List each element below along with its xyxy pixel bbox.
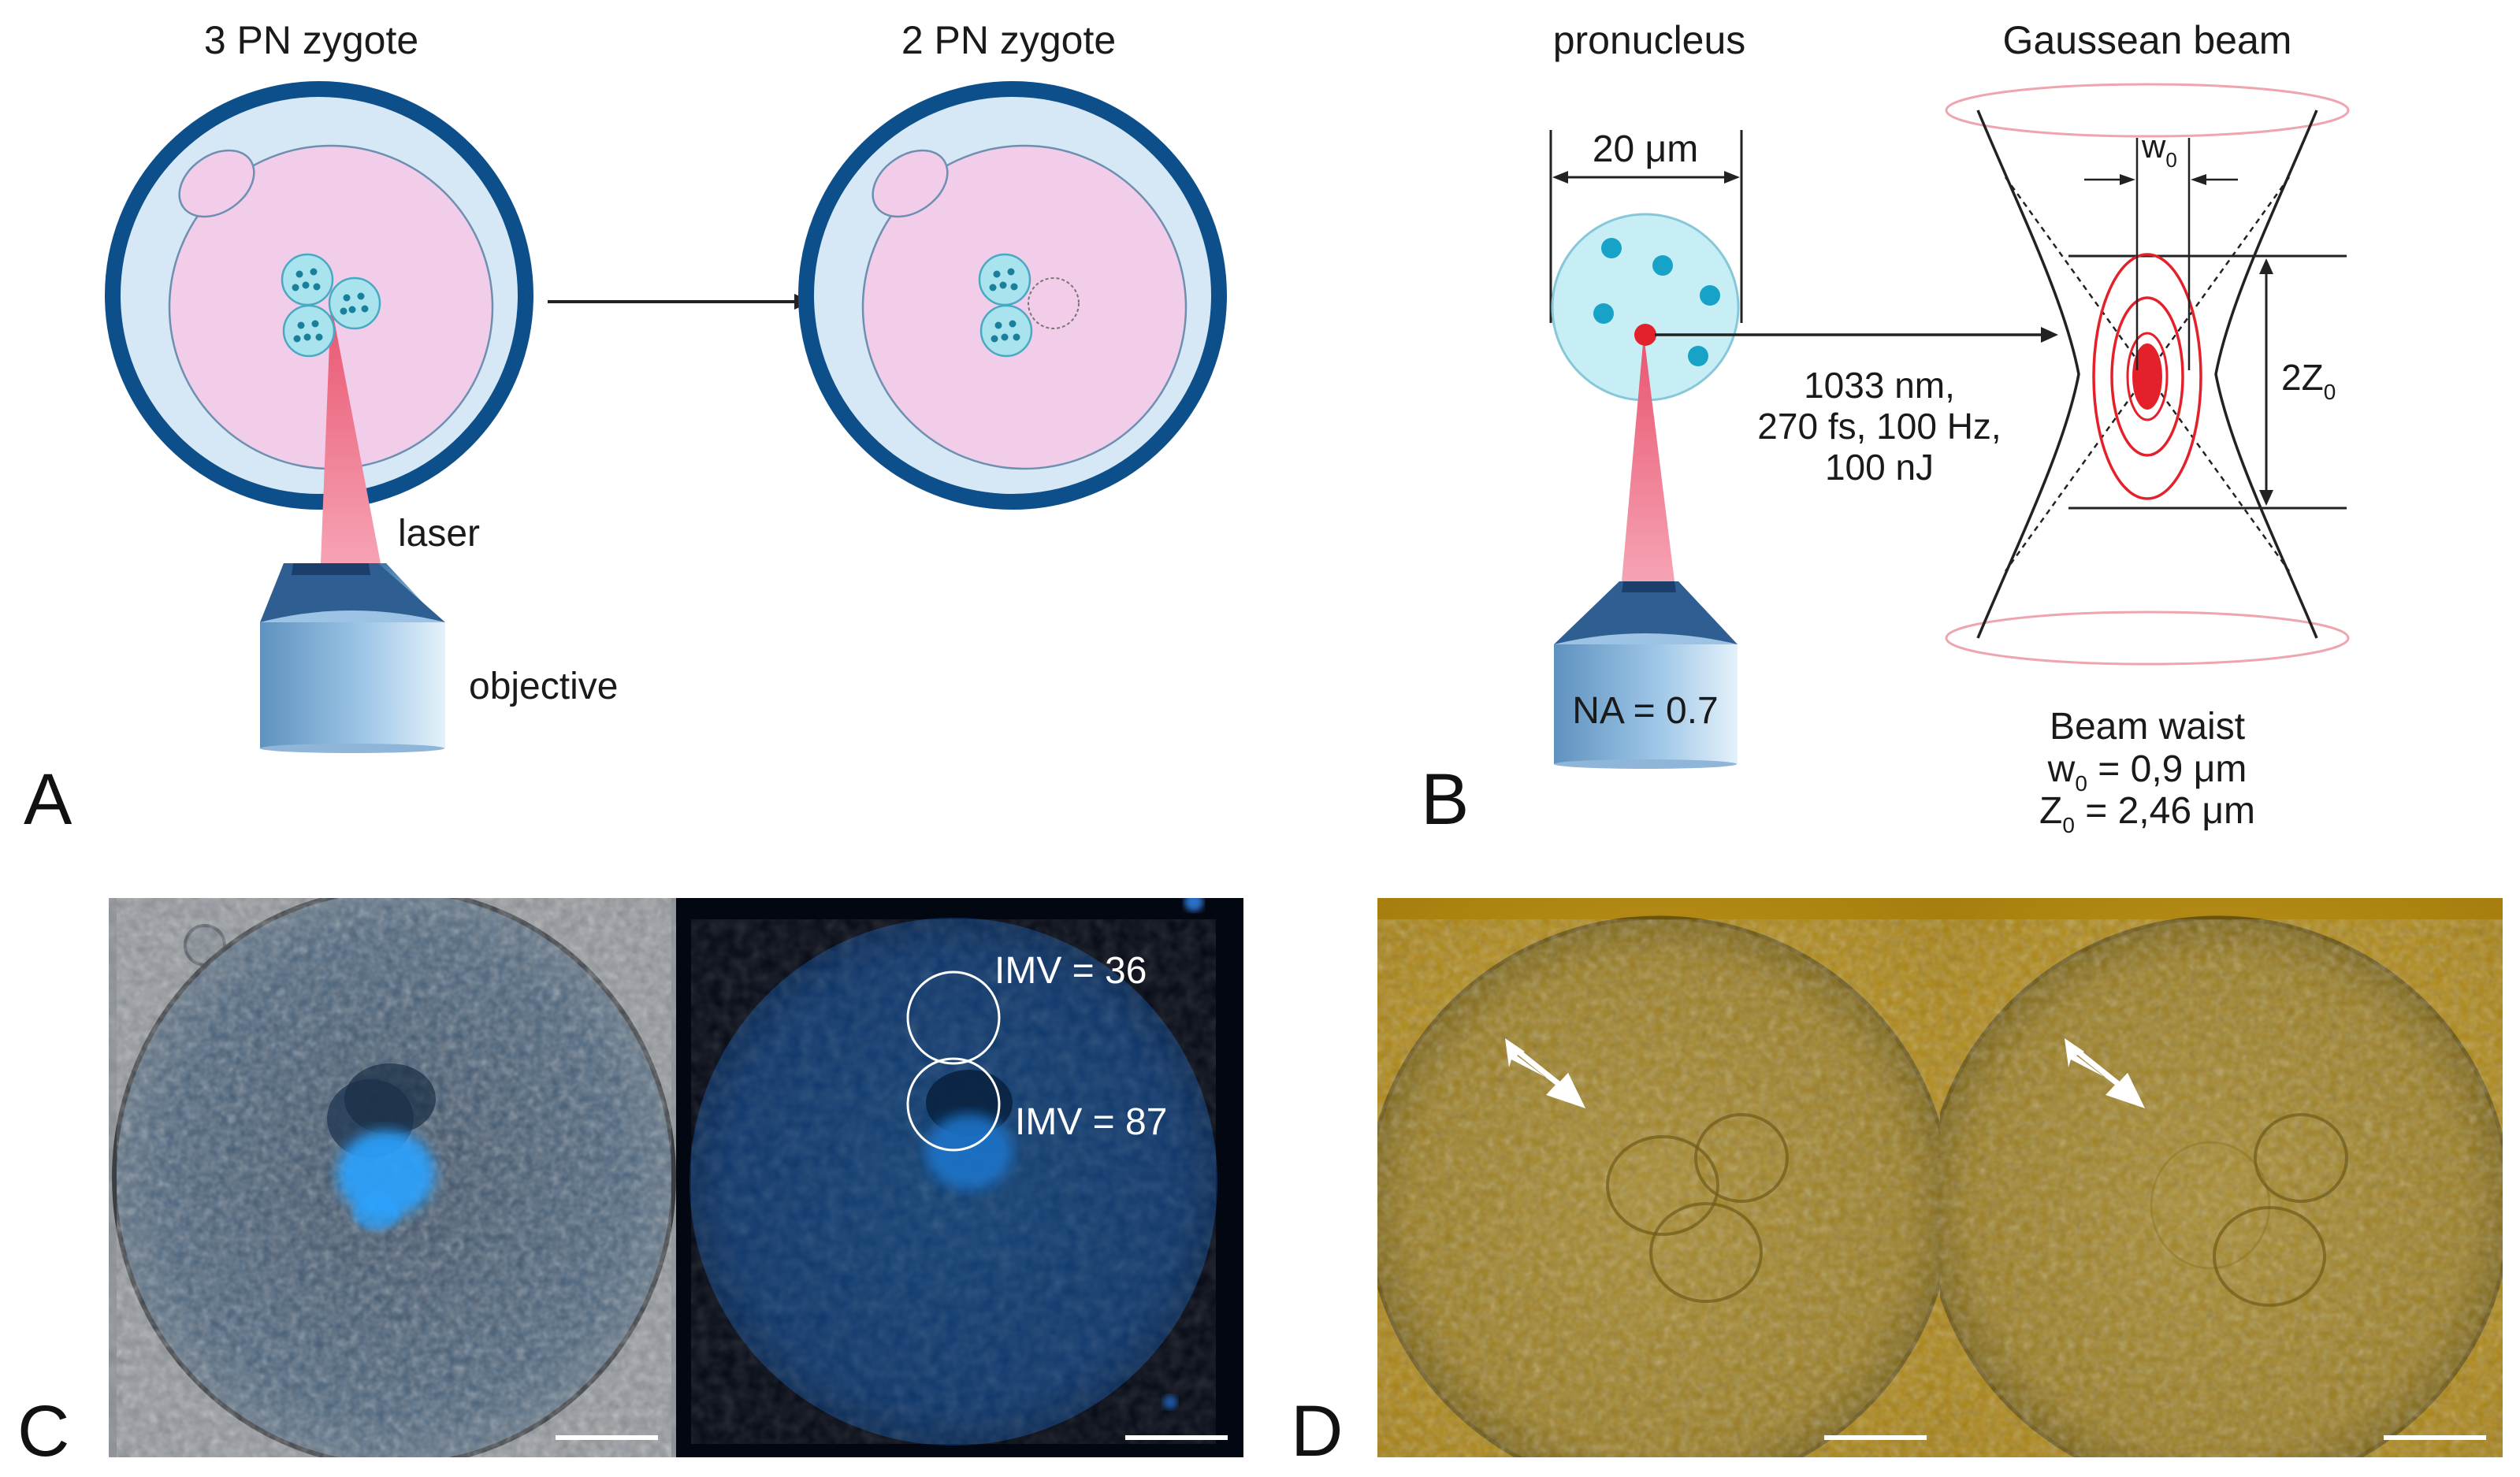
panel-d: D [1291, 898, 2503, 1471]
pronucleus-3 [282, 304, 336, 358]
pronucleus-title: pronucleus [1553, 18, 1746, 62]
brightfield-overlay-image [109, 898, 676, 1457]
imv-top-label: IMV = 36 [994, 950, 1147, 992]
roi-circle-top [906, 970, 1001, 1065]
panel-b: pronucleus Gaussean beam 20 μm 1033 nm, [1421, 18, 2350, 840]
microscopy-after [1940, 898, 2503, 1457]
imv-bottom-label: IMV = 87 [1015, 1101, 1167, 1143]
panel-letter-b: B [1421, 759, 1469, 840]
zygote-2pn [798, 81, 1227, 510]
panel-letter-d: D [1291, 1391, 1343, 1471]
roi-circle-bottom [906, 1057, 1001, 1152]
microscopy-before [1377, 898, 1940, 1457]
laser-params-line1: 1033 nm, [1804, 365, 1955, 406]
gaussian-beam [1945, 83, 2350, 666]
zygote-3pn-title: 3 PN zygote [204, 18, 418, 62]
w0-symbol: w0 [2141, 128, 2177, 172]
beam-title: Gaussean beam [2003, 18, 2292, 62]
arrow-icon [1505, 1038, 1585, 1108]
transition-arrow [548, 294, 812, 310]
na-label: NA = 0.7 [1572, 690, 1718, 732]
objective-b [1554, 581, 1738, 769]
laser-params-line2: 270 fs, 100 Hz, [1757, 406, 2001, 447]
focus-arrow [1655, 327, 2058, 343]
panel-c: IMV = 36 IMV = 87 C [17, 898, 1243, 1471]
panel-a: 3 PN zygote 2 PN zygote [24, 18, 1227, 840]
z0-symbol: 2Z0 [2281, 357, 2336, 404]
polar-body [178, 149, 255, 218]
fluorescence-image [676, 898, 1243, 1457]
zygote-2pn-title: 2 PN zygote [901, 18, 1116, 62]
laser-params-line3: 100 nJ [1825, 447, 1934, 488]
beam-top-ellipse [1945, 83, 2350, 138]
waist-title: Beam waist [2050, 706, 2245, 748]
panel-letter-c: C [17, 1391, 69, 1471]
pronucleus-2 [328, 276, 381, 330]
objective-label: objective [469, 666, 618, 707]
pronucleus-1 [978, 253, 1031, 306]
laser-cone-b [1622, 335, 1674, 581]
cytoplasm [861, 144, 1188, 470]
diameter-label: 20 μm [1593, 128, 1698, 170]
arrow-icon [2065, 1038, 2145, 1108]
diameter-dimension [1549, 130, 1743, 323]
objective-a [260, 563, 445, 753]
ablated-pronucleus-outline [1028, 277, 1080, 329]
w0-equation: w0 = 0,9 μm [2047, 748, 2247, 796]
beam-bottom-ellipse [1945, 610, 2350, 666]
laser-label: laser [398, 513, 480, 555]
zygote-3pn [105, 81, 533, 563]
panel-letter-a: A [24, 759, 72, 840]
laser-focus-dot [1634, 324, 1656, 346]
pronucleus-2 [979, 304, 1033, 358]
polar-body [872, 149, 949, 218]
z0-equation: Z0 = 2,46 μm [2039, 790, 2255, 837]
pronucleus-1 [281, 253, 334, 306]
laser-cone [321, 303, 381, 563]
